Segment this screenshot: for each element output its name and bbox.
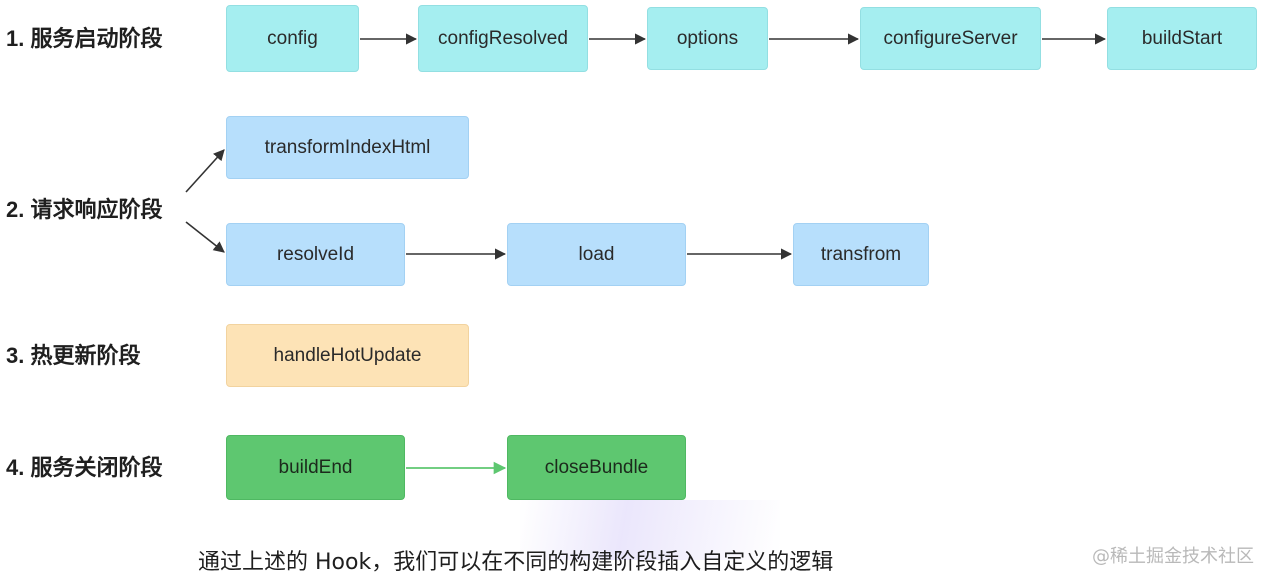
stage-label-request: 2. 请求响应阶段 bbox=[6, 197, 163, 222]
arrow-stage2-to-transform-index-html bbox=[185, 149, 225, 193]
caption-text: 通过上述的 Hook，我们可以在不同的构建阶段插入自定义的逻辑 bbox=[198, 550, 834, 575]
node-resolve-id: resolveId bbox=[226, 223, 405, 286]
node-config-resolved: configResolved bbox=[418, 5, 588, 72]
stage-label-startup: 1. 服务启动阶段 bbox=[6, 26, 163, 51]
arrow-stage2-to-resolve-id bbox=[185, 221, 225, 253]
watermark-text: @稀土掘金技术社区 bbox=[1092, 546, 1254, 567]
node-transform-index-html: transformIndexHtml bbox=[226, 116, 469, 179]
node-build-start: buildStart bbox=[1107, 7, 1257, 70]
node-close-bundle: closeBundle bbox=[507, 435, 686, 500]
node-handle-hot-update: handleHotUpdate bbox=[226, 324, 469, 387]
node-transfrom: transfrom bbox=[793, 223, 929, 286]
node-build-end: buildEnd bbox=[226, 435, 405, 500]
node-config: config bbox=[226, 5, 359, 72]
stage-label-hmr: 3. 热更新阶段 bbox=[6, 343, 141, 368]
node-options: options bbox=[647, 7, 768, 70]
decorative-stripe bbox=[520, 500, 780, 560]
node-load: load bbox=[507, 223, 686, 286]
stage-label-close: 4. 服务关闭阶段 bbox=[6, 455, 163, 480]
node-configure-server: configureServer bbox=[860, 7, 1041, 70]
